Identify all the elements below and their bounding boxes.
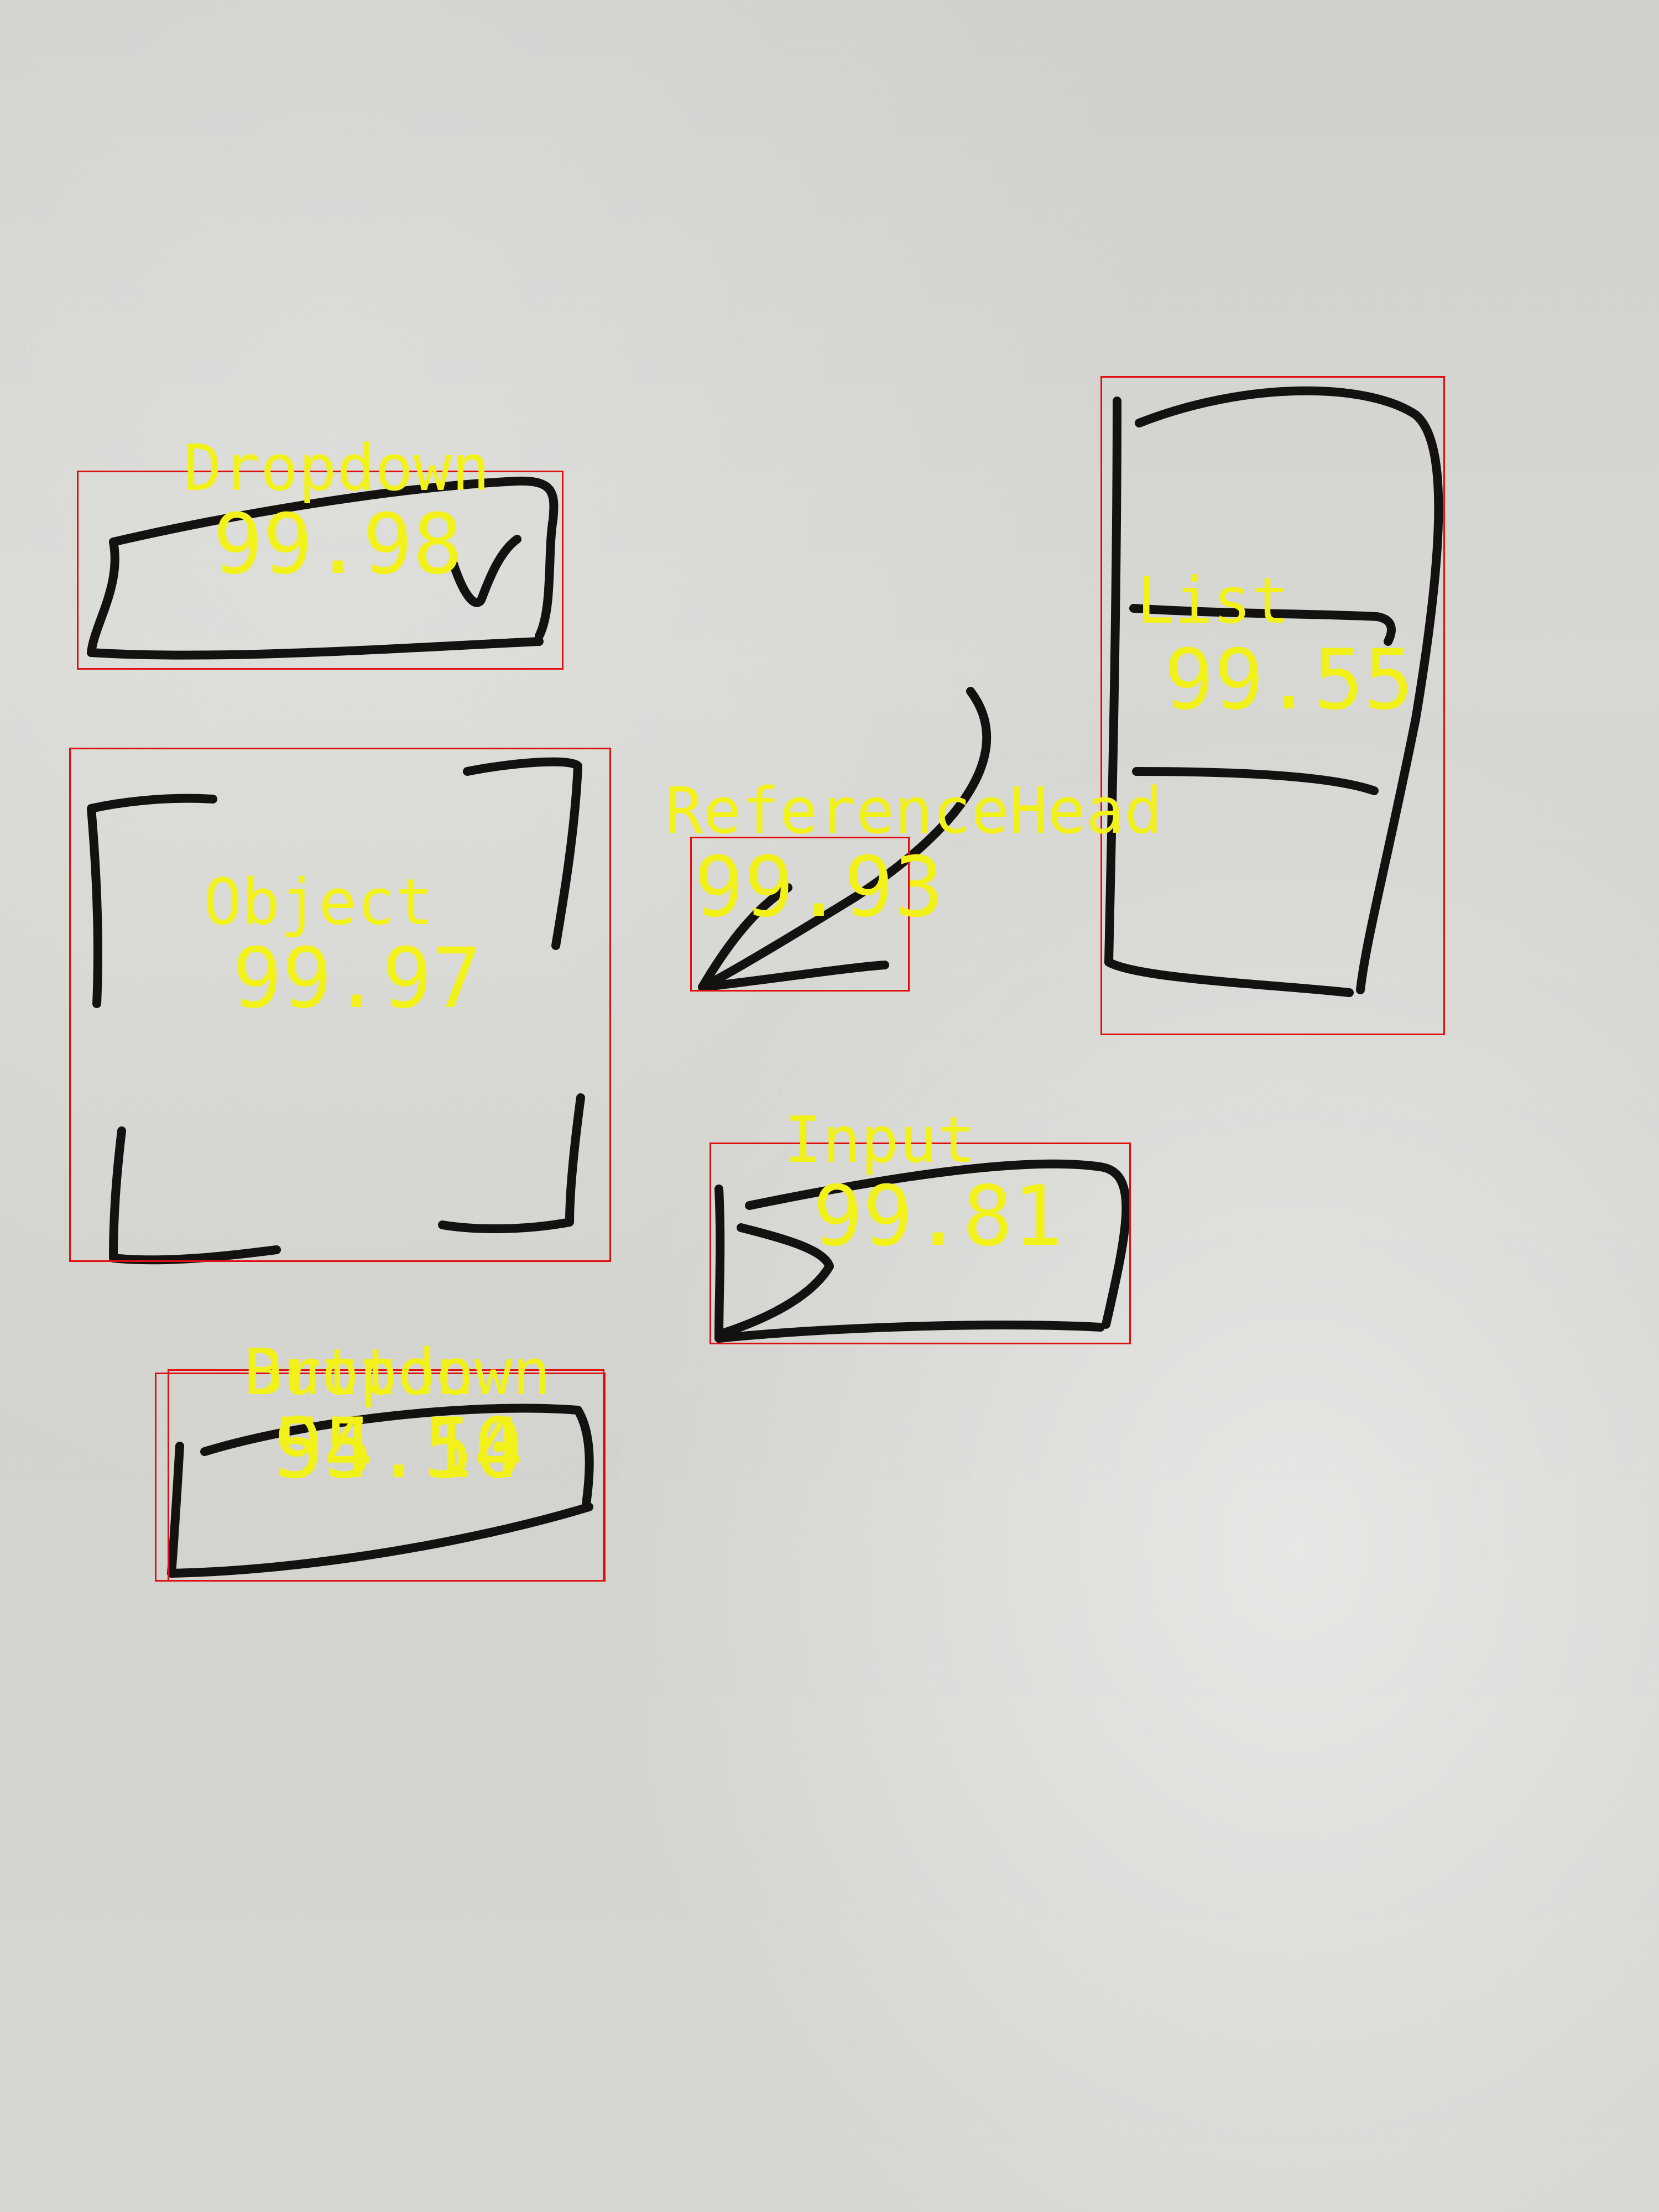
- detection-score: 99.97: [232, 931, 482, 1027]
- sketch-list: [1104, 386, 1443, 997]
- sketch-input: [714, 1159, 1131, 1343]
- sketch-dropdown-bottom: [167, 1404, 594, 1578]
- detection-score: 99.93: [694, 839, 944, 936]
- detection-box-list: [1100, 376, 1445, 1035]
- detection-label: ReferenceHead: [665, 774, 1163, 848]
- detection-score: 99.55: [1164, 632, 1414, 728]
- sketch-reference-head: [698, 687, 992, 992]
- detection-box-reference-head: [690, 837, 910, 992]
- detection-label: Input: [784, 1103, 976, 1177]
- detection-label: Button: [244, 1335, 474, 1410]
- sketch-object: [87, 757, 585, 1265]
- detection-box-button: [168, 1369, 604, 1582]
- detection-label: Dropdown: [184, 431, 490, 505]
- detection-score: 99.98: [213, 497, 463, 593]
- detection-label: List: [1136, 564, 1290, 638]
- sketch-dropdown-top: [87, 476, 559, 660]
- detection-score: 55.50: [274, 1401, 524, 1497]
- detection-score: 94.14: [274, 1401, 524, 1497]
- detection-score: 99.81: [813, 1168, 1063, 1265]
- detection-label: Object: [204, 865, 434, 940]
- detection-label: Dropdown: [244, 1335, 551, 1410]
- detection-box-dropdown: [77, 471, 564, 670]
- detection-box-object: [69, 748, 611, 1262]
- detection-box-input: [709, 1142, 1131, 1344]
